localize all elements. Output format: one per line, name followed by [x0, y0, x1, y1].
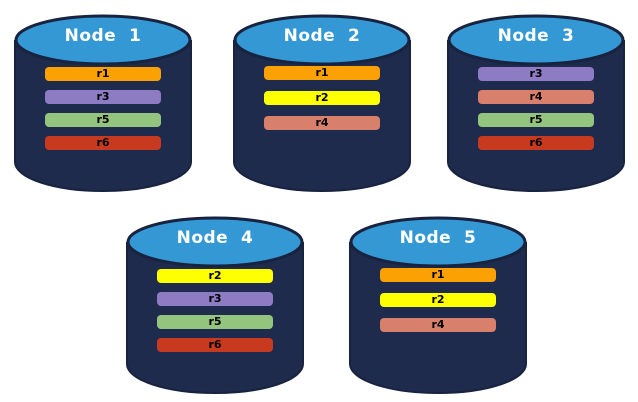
node-4-replica-list: r2 r3 r5 r6	[157, 269, 273, 352]
node-1: Node 1 r1 r3 r5 r6	[13, 9, 193, 193]
replica-bar: r3	[478, 67, 594, 81]
replica-bar: r6	[157, 338, 273, 352]
replica-bar: r5	[478, 113, 594, 127]
node-3: Node 3 r3 r4 r5 r6	[446, 9, 626, 193]
replica-bar: r4	[478, 90, 594, 104]
node-5: Node 5 r1 r2 r4	[348, 211, 528, 395]
node-5-replica-list: r1 r2 r4	[380, 268, 496, 332]
node-4-label: Node 4	[176, 228, 254, 248]
replica-bar: r3	[45, 90, 161, 104]
replica-bar: r2	[157, 269, 273, 283]
node-3-label: Node 3	[497, 26, 575, 46]
replica-bar: r4	[264, 116, 380, 130]
node-2-label: Node 2	[283, 26, 361, 46]
node-1-replica-list: r1 r3 r5 r6	[45, 67, 161, 150]
replica-bar: r2	[380, 293, 496, 307]
node-4: Node 4 r2 r3 r5 r6	[125, 211, 305, 395]
replica-bar: r6	[45, 136, 161, 150]
replica-bar: r6	[478, 136, 594, 150]
node-2: Node 2 r1 r2 r4	[232, 9, 412, 193]
node-5-label: Node 5	[399, 228, 477, 248]
replica-bar: r1	[264, 66, 380, 80]
node-2-replica-list: r1 r2 r4	[264, 66, 380, 130]
replica-bar: r3	[157, 292, 273, 306]
replica-bar: r2	[264, 91, 380, 105]
replica-bar: r5	[157, 315, 273, 329]
replica-bar: r1	[45, 67, 161, 81]
replica-bar: r4	[380, 318, 496, 332]
node-1-label: Node 1	[64, 26, 142, 46]
node-3-replica-list: r3 r4 r5 r6	[478, 67, 594, 150]
replica-bar: r5	[45, 113, 161, 127]
replica-bar: r1	[380, 268, 496, 282]
